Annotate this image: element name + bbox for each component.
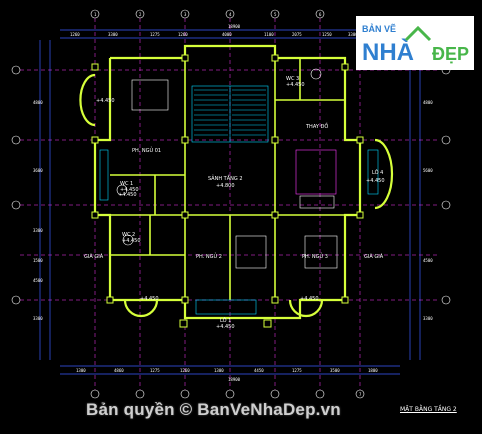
level-bottom-left: +4.450: [140, 296, 159, 302]
dim-bottom-2: 1275: [150, 368, 160, 373]
dim-top-5: 1100: [264, 32, 274, 37]
dim-right-1: 5600: [423, 168, 433, 173]
grid-num-4: 4: [229, 12, 232, 17]
dimension-lines: [39, 29, 421, 375]
dim-top-6: 2075: [292, 32, 302, 37]
dim-bottom-4: 1300: [214, 368, 224, 373]
dim-bottom-7: 3500: [330, 368, 340, 373]
room-level-hall: +4.800: [216, 183, 235, 189]
columns: [91, 54, 364, 328]
toilet-2: [122, 234, 134, 246]
toilet-3: [310, 68, 322, 80]
dim-bottom-3: 1260: [180, 368, 190, 373]
dim-top-1: 3300: [108, 32, 118, 37]
room-label-balcony4: LÔ 4: [372, 169, 383, 176]
room-label-hall: SẢNH TẦNG 2: [208, 174, 243, 182]
room-level-wc3: +4.450: [286, 82, 305, 88]
dim-bottom-8: 1800: [368, 368, 378, 373]
grid-bubbles: [11, 9, 451, 399]
room-level-balcony1: +4.450: [216, 324, 235, 330]
dim-bottom-1: 4860: [114, 368, 124, 373]
site-logo: BẢN VẼ NHÀ ĐẸP: [356, 16, 474, 70]
dim-left-1: 3600: [33, 168, 43, 173]
grid-num-2: 2: [139, 12, 142, 17]
balcony-rail: [195, 299, 257, 315]
room-label-pn1: PH. NGỦ 01: [132, 146, 161, 154]
grid-lines: [20, 18, 440, 390]
staircase: [191, 85, 269, 143]
dim-left-4: 4500: [33, 278, 43, 283]
interior-walls: [110, 58, 345, 300]
dim-bottom-total: 18900: [228, 377, 241, 382]
room-label-wc3: WC 3: [286, 76, 299, 82]
level-top-left: +4.450: [96, 98, 115, 104]
sheet-title: MẶT BẰNG TẦNG 2: [400, 406, 457, 413]
grid-num-5: 5: [274, 12, 277, 17]
room-label-wc1: WC 1: [120, 181, 133, 187]
dim-left-3: 1500: [33, 258, 43, 263]
wardrobe: [295, 149, 337, 195]
room-level-wc1: +4.450: [120, 187, 139, 193]
house-roof-icon: [404, 25, 432, 42]
room-label-balcony1: LÔ 1: [220, 317, 231, 324]
room-label-pn3: PH. NGỦ 3: [302, 252, 328, 260]
copyright-watermark: Bản quyền © BanVeNhaDep.vn: [86, 400, 341, 419]
dim-top-7: 1250: [322, 32, 332, 37]
dimension-text: 18900 18900 1260 3300 1275 1260 4000 110…: [33, 24, 433, 382]
grid-bubble-numbers: 1 2 3 4 5 6 7: [94, 12, 362, 397]
grid-num-3: 3: [184, 12, 187, 17]
logo-brand: ĐẸP: [432, 44, 469, 64]
room-label-giagia2: GIÀ GIÀ: [364, 253, 384, 260]
dim-bottom-5: 4450: [254, 368, 264, 373]
logo-mark: NHÀ: [362, 38, 414, 66]
room-label-thayd: THAY ĐỒ: [305, 121, 328, 130]
dim-top-2: 1275: [150, 32, 160, 37]
room-labels: PH. NGỦ 01 PH. NGỦ 2 PH. NGỦ 3 WC 1 +4.4…: [84, 76, 385, 330]
dim-left-0: 4800: [33, 100, 43, 105]
level-right-mid: +4.450: [366, 178, 385, 184]
room-label-pn2: PH. NGỦ 2: [196, 252, 222, 260]
dim-left-5: 3300: [33, 316, 43, 321]
bed-3: [304, 235, 338, 269]
furniture: [99, 68, 379, 315]
dim-right-2: 4500: [423, 258, 433, 263]
dim-right-3: 3300: [423, 316, 433, 321]
room-label-giagia1: GIÀ GIÀ: [84, 253, 104, 260]
dim-right-0: 4800: [423, 100, 433, 105]
bed-1: [131, 79, 169, 111]
bed-2: [235, 235, 267, 269]
room-level-wc2: +4.450: [122, 238, 141, 244]
dresser: [299, 195, 335, 209]
dim-top-0: 1260: [70, 32, 80, 37]
toilet-1: [116, 184, 128, 196]
room-label-wc2: WC 2: [122, 232, 135, 238]
dim-top-total: 18900: [228, 24, 241, 29]
dim-left-2: 3300: [33, 228, 43, 233]
logo-line1: BẢN VẼ: [362, 23, 396, 34]
grid-num-1: 1: [94, 12, 97, 17]
dim-top-8: 3300: [348, 32, 358, 37]
dim-bottom-6: 1275: [292, 368, 302, 373]
dim-bottom-0: 1300: [76, 368, 86, 373]
level-left-mid: +4.450: [118, 192, 137, 198]
grid-num-6: 6: [319, 12, 322, 17]
level-bottom-right: +4.450: [300, 296, 319, 302]
grid-num-7: 7: [359, 392, 362, 397]
dim-top-4: 4000: [222, 32, 232, 37]
dim-top-3: 1260: [178, 32, 188, 37]
